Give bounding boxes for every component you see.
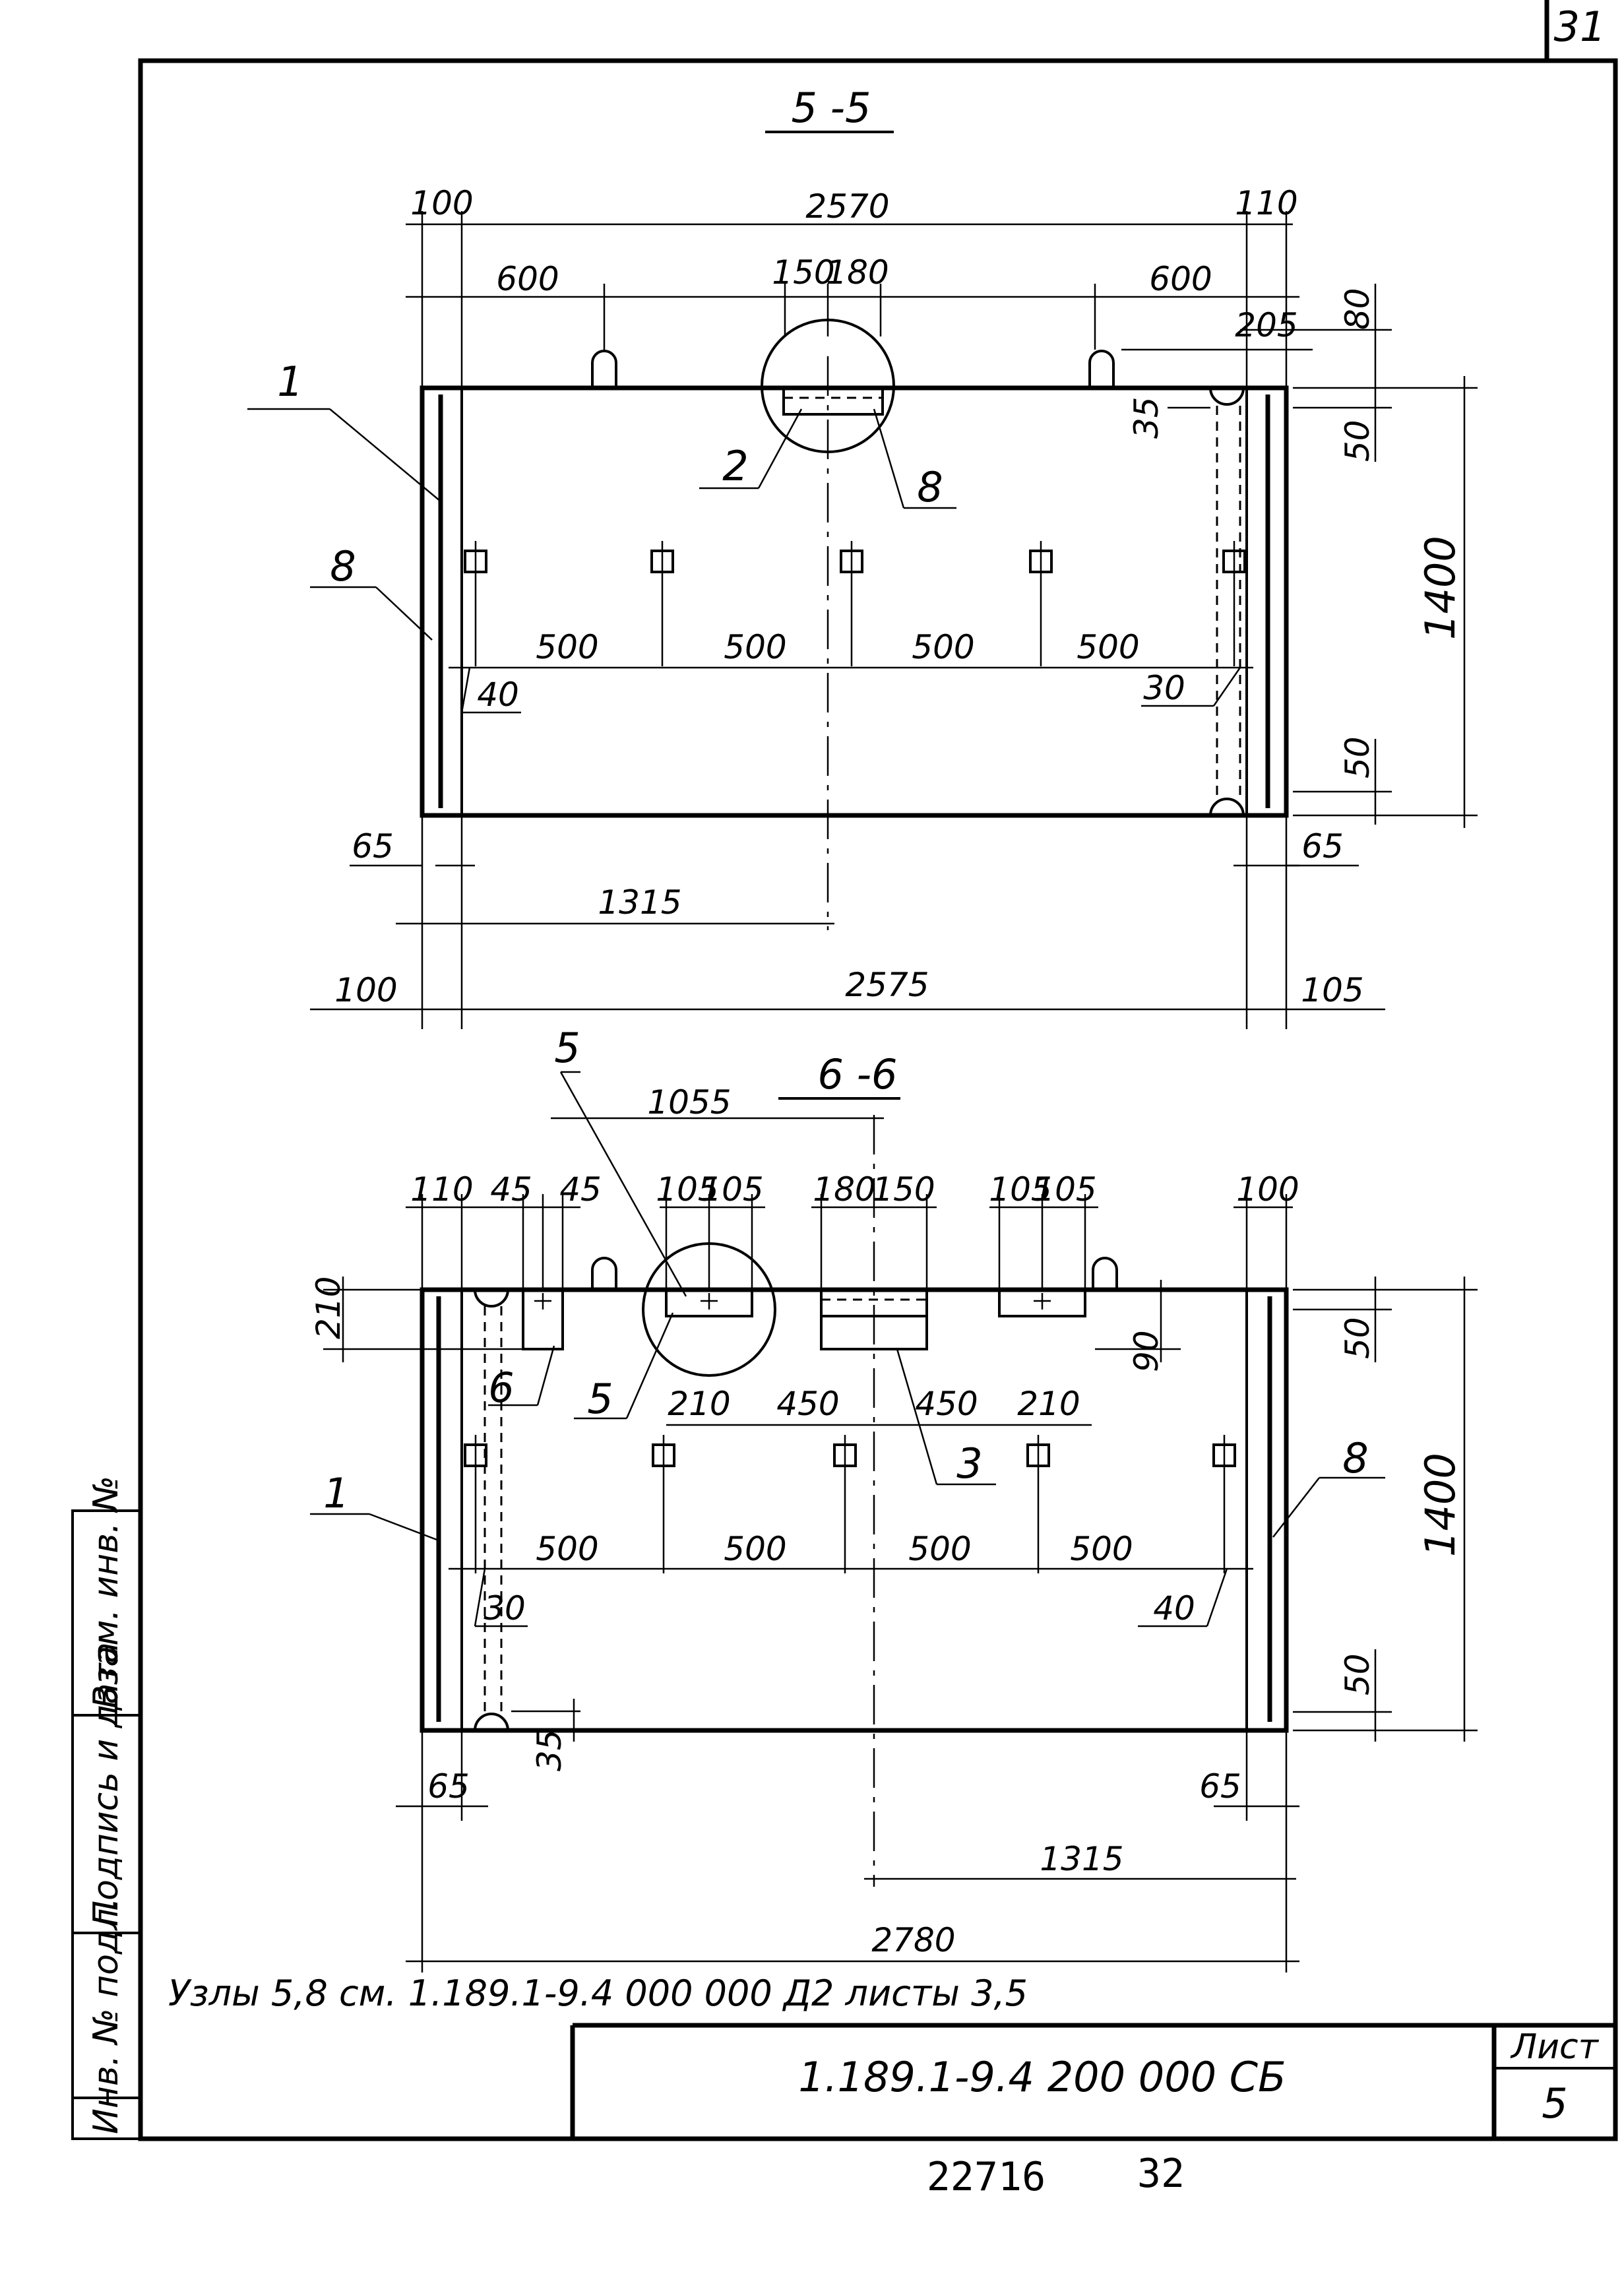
podpis-label: Подпись и дата bbox=[86, 1642, 126, 1926]
dim-35-bottom: 35 bbox=[530, 1729, 569, 1771]
dim-210-vertical: 210 bbox=[309, 1277, 348, 1339]
section-5-5: 5 -5 bbox=[247, 84, 1478, 1029]
callout-6: 6 bbox=[488, 1364, 514, 1412]
dim-500-b4: 500 bbox=[1070, 1530, 1133, 1568]
sheet-label: Лист bbox=[1510, 2027, 1599, 2067]
dim-65-left-bottom: 65 bbox=[427, 1767, 470, 1806]
callout-1-bottom: 1 bbox=[323, 1469, 349, 1517]
dim-40-bottom: 40 bbox=[1153, 1589, 1195, 1627]
dim-105-a: 105 bbox=[656, 1170, 718, 1209]
section-5-5-title: 5 -5 bbox=[792, 84, 871, 132]
dim-210-a: 210 bbox=[668, 1385, 730, 1423]
dim-45-b: 45 bbox=[559, 1170, 602, 1209]
dim-40-top: 40 bbox=[477, 676, 519, 714]
dim-80: 80 bbox=[1338, 288, 1377, 330]
dim-100-bottom: 100 bbox=[334, 971, 397, 1009]
section-6-6-title: 6 -6 bbox=[818, 1050, 898, 1098]
dim-500-4: 500 bbox=[1077, 628, 1139, 666]
dim-2575: 2575 bbox=[845, 966, 929, 1004]
inv-podl-label: Инв. № подл. bbox=[86, 1897, 126, 2134]
page-number: 31 bbox=[1554, 3, 1606, 51]
dim-1315-bottom: 1315 bbox=[1040, 1840, 1123, 1878]
dim-50-lower-bottom: 50 bbox=[1338, 1653, 1377, 1695]
dim-2780: 2780 bbox=[871, 1921, 955, 1959]
dim-210-b: 210 bbox=[1017, 1385, 1080, 1423]
dim-110-bottom: 110 bbox=[410, 1170, 473, 1209]
callout-2: 2 bbox=[722, 442, 748, 490]
callout-3: 3 bbox=[956, 1439, 982, 1488]
dim-150: 150 bbox=[772, 253, 834, 292]
dim-500-3: 500 bbox=[912, 628, 974, 666]
callout-8-bottom: 8 bbox=[1342, 1434, 1368, 1482]
section-6-6: 6 -6 bbox=[309, 1024, 1478, 1973]
callout-5-top: 5 bbox=[554, 1024, 580, 1072]
dim-110-top: 110 bbox=[1235, 184, 1297, 222]
side-stamp: Инв. № подл. Подпись и дата Взам. инв. № bbox=[86, 1476, 126, 2134]
dim-500-b1: 500 bbox=[536, 1530, 598, 1568]
dim-65-right-bottom: 65 bbox=[1199, 1767, 1241, 1806]
dim-1055: 1055 bbox=[647, 1083, 731, 1121]
dim-50-lower: 50 bbox=[1338, 736, 1377, 778]
sheet-number: 5 bbox=[1542, 2079, 1567, 2128]
dim-500-1: 500 bbox=[536, 628, 598, 666]
dim-600-left: 600 bbox=[496, 260, 559, 298]
dim-180: 180 bbox=[826, 253, 889, 292]
callout-8-right-top: 8 bbox=[917, 463, 943, 511]
footer-number: 32 bbox=[1137, 2151, 1185, 2197]
dim-500-b2: 500 bbox=[724, 1530, 786, 1568]
nodes-note: Узлы 5,8 см. 1.189.1-9.4 000 000 Д2 лист… bbox=[168, 1973, 1028, 2014]
dim-500-b3: 500 bbox=[908, 1530, 971, 1568]
dim-1400-top: 1400 bbox=[1416, 536, 1464, 640]
dim-450-b: 450 bbox=[915, 1385, 978, 1423]
dim-450-a: 450 bbox=[776, 1385, 839, 1423]
dim-600-right: 600 bbox=[1149, 260, 1212, 298]
dim-105-c: 105 bbox=[989, 1170, 1051, 1209]
dim-180-bottom: 180 bbox=[813, 1170, 875, 1209]
vzam-label: Взам. инв. № bbox=[86, 1476, 126, 1709]
drawing-designation: 1.189.1-9.4 200 000 СБ bbox=[798, 2053, 1286, 2101]
dim-45-a: 45 bbox=[490, 1170, 532, 1209]
callout-8-left-top: 8 bbox=[330, 542, 356, 590]
dim-30-bottom: 30 bbox=[484, 1589, 526, 1627]
dim-65-left-top: 65 bbox=[352, 827, 394, 866]
callout-5: 5 bbox=[587, 1375, 613, 1423]
callout-1-top: 1 bbox=[277, 358, 303, 406]
title-block: 1.189.1-9.4 200 000 СБ Лист 5 bbox=[798, 2027, 1599, 2128]
dim-35-top: 35 bbox=[1127, 396, 1166, 439]
dim-1315-top: 1315 bbox=[598, 883, 681, 922]
dim-100-top: 100 bbox=[410, 184, 473, 222]
dim-50-upper: 50 bbox=[1338, 420, 1377, 462]
dim-205: 205 bbox=[1235, 306, 1297, 344]
dim-65-right-top: 65 bbox=[1301, 827, 1344, 866]
dim-105-bottom: 105 bbox=[1301, 971, 1363, 1009]
dim-500-2: 500 bbox=[724, 628, 786, 666]
dim-90: 90 bbox=[1127, 1330, 1166, 1372]
dim-50-upper-bottom: 50 bbox=[1338, 1317, 1377, 1359]
dim-2570: 2570 bbox=[805, 187, 889, 226]
sheet-frame bbox=[71, 0, 1618, 2141]
dim-105-d: 105 bbox=[1034, 1170, 1096, 1209]
dim-1400-bottom: 1400 bbox=[1416, 1453, 1464, 1557]
dim-150-bottom: 150 bbox=[872, 1170, 935, 1209]
dim-100-right: 100 bbox=[1236, 1170, 1299, 1209]
dim-105-b: 105 bbox=[701, 1170, 763, 1209]
footer-code: 22716 bbox=[927, 2154, 1046, 2200]
dim-30-top: 30 bbox=[1143, 669, 1185, 707]
